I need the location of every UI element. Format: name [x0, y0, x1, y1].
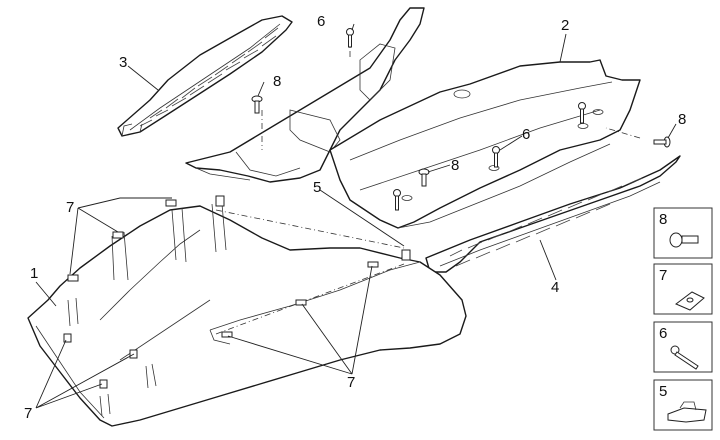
legend-item-8: 8 [653, 207, 713, 259]
alignment-line [215, 209, 405, 249]
callout-8: 8 [678, 111, 686, 128]
callout-1: 1 [30, 265, 38, 282]
part-4-ribbed-cover [425, 155, 681, 273]
speed-nut-icon [63, 333, 72, 343]
callout-5: 5 [313, 179, 321, 196]
screw-icon [578, 102, 586, 124]
svg-text:6: 6 [659, 325, 667, 342]
speed-nut-icon [221, 331, 233, 338]
spring-clip-icon [215, 195, 225, 207]
screw-icon [393, 189, 401, 211]
svg-text:7: 7 [659, 267, 667, 284]
callout-2: 2 [561, 17, 569, 34]
speed-nuts [63, 199, 379, 389]
part-3-ribbed-cover [117, 15, 293, 137]
callout-6: 6 [317, 13, 325, 30]
part-1-lower-fairing [27, 203, 467, 427]
screw-icon [492, 146, 500, 168]
legend-item-6: 6 [653, 321, 713, 373]
screw-icon [346, 28, 354, 48]
part-central-frame [185, 7, 425, 183]
flanged-bolt-icon [251, 95, 263, 114]
callout-8: 8 [451, 157, 459, 174]
callout-8: 8 [273, 73, 281, 90]
screw-icon [670, 345, 699, 370]
legend: 8 7 6 5 [653, 207, 713, 431]
callout-7: 7 [347, 374, 355, 391]
spring-clip-icon [667, 401, 707, 423]
svg-text:5: 5 [659, 383, 667, 400]
flanged-bolt-icon [653, 136, 671, 148]
spring-clips [215, 195, 411, 261]
callout-7: 7 [24, 405, 32, 422]
legend-item-7: 7 [653, 263, 713, 315]
screws [346, 28, 586, 211]
speed-nut-icon [99, 379, 108, 389]
svg-text:8: 8 [659, 211, 667, 228]
speed-nut-icon [165, 199, 177, 207]
speed-nut-icon [367, 261, 379, 268]
callout-6: 6 [522, 126, 530, 143]
alignment-line [605, 127, 641, 139]
speed-nut-icon [295, 299, 307, 306]
alignment-line [215, 263, 405, 335]
legend-item-5: 5 [653, 379, 713, 431]
speed-nut-icon [67, 274, 79, 282]
callout-4: 4 [551, 279, 559, 296]
speed-nut-icon [112, 231, 124, 239]
callout-labels: 1 2 3 4 5 6 6 7 7 7 8 8 8 [24, 13, 686, 422]
speed-nut-icon [675, 291, 705, 311]
flanged-bolt-icon [669, 232, 699, 248]
leader-lines [35, 23, 677, 409]
callout-7: 7 [66, 199, 74, 216]
spring-clip-icon [401, 249, 411, 261]
part-2-underbody-tray [329, 59, 641, 229]
callout-3: 3 [119, 54, 127, 71]
